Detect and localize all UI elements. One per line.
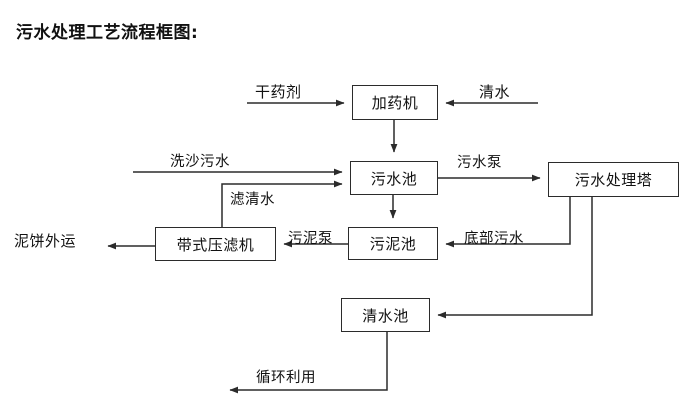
- node-label: 污水处理塔: [574, 171, 653, 189]
- node-sewage-pool[interactable]: 污水池: [350, 161, 438, 195]
- label-sludge-pump: 污泥泵: [288, 231, 333, 247]
- node-label: 污水池: [370, 169, 418, 188]
- edge-clear-water-pool-to-recycle: [229, 332, 388, 394]
- node-label: 加药机: [371, 94, 419, 112]
- edge-bottom-sewage-to-sludge-pool: [445, 197, 571, 248]
- node-belt-filter-press[interactable]: 带式压滤机: [155, 227, 276, 261]
- node-label: 带式压滤机: [176, 235, 255, 254]
- label-filtrate-water: 滤清水: [230, 192, 275, 208]
- node-sludge-pool[interactable]: 污泥池: [348, 227, 438, 260]
- label-sand-washing-sewage: 洗沙污水: [170, 154, 230, 170]
- node-label: 清水池: [362, 306, 409, 325]
- node-clear-water-pool[interactable]: 清水池: [341, 298, 430, 332]
- node-label: 污泥池: [369, 235, 417, 253]
- page-title: 污水处理工艺流程框图:: [16, 23, 199, 43]
- label-mud-cake-transport: 泥饼外运: [14, 232, 77, 250]
- node-treatment-tower[interactable]: 污水处理塔: [548, 162, 679, 197]
- label-recycle-reuse: 循环利用: [256, 370, 316, 386]
- node-dosing-machine[interactable]: 加药机: [352, 85, 438, 120]
- label-bottom-sewage: 底部污水: [464, 231, 524, 247]
- label-sewage-pump: 污水泵: [457, 155, 502, 171]
- edge-tower-to-clear-water-pool: [437, 197, 593, 319]
- label-dry-agent: 干药剂: [255, 83, 302, 101]
- edge-filtrate-to-sewage-pool: [221, 180, 343, 227]
- label-clean-water-inlet: 清水: [479, 83, 511, 101]
